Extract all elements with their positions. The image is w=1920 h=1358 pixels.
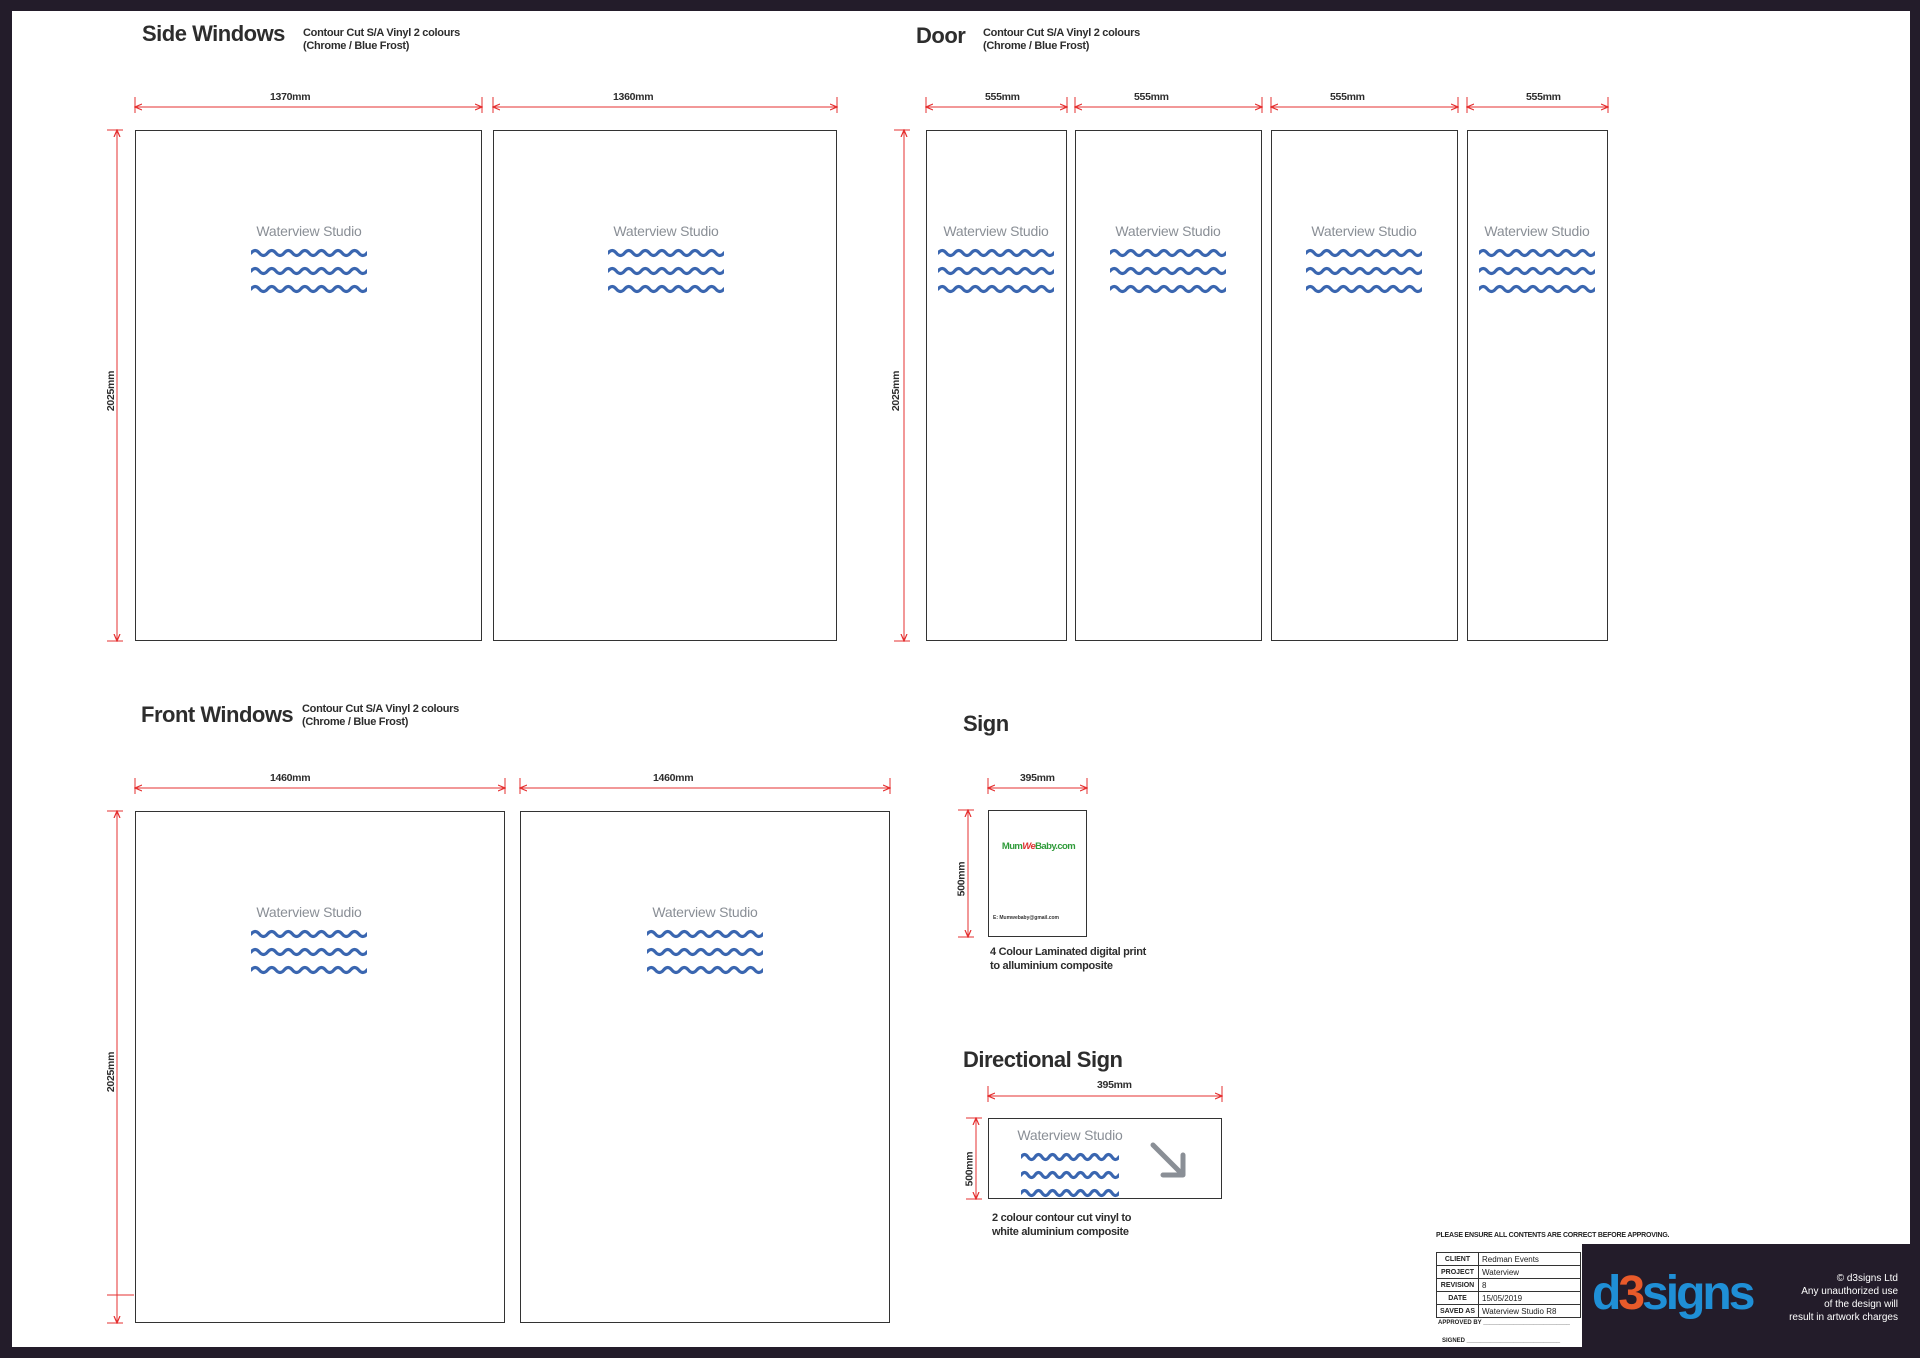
front-windows-spec: Contour Cut S/A Vinyl 2 colours (Chrome … — [302, 703, 459, 728]
sign-panel: MumWeBaby.com E: Mumwebaby@gmail.com — [988, 810, 1087, 937]
d3signs-logo: d3signs — [1592, 1266, 1755, 1321]
approved-by-label: APPROVED BY — [1438, 1320, 1482, 1326]
row-value: 15/05/2019 — [1478, 1291, 1581, 1305]
directional-sign-panel — [988, 1118, 1222, 1199]
drawing-sheet: Side Windows Contour Cut S/A Vinyl 2 col… — [12, 11, 1910, 1347]
door-1-logo-waves-icon — [938, 248, 1054, 294]
directional-sign-width-label: 395mm — [1097, 1079, 1132, 1091]
row-key: CLIENT — [1435, 1252, 1480, 1266]
door-panel-4 — [1467, 130, 1608, 641]
row-value: Redman Events — [1478, 1252, 1581, 1266]
row-value: Waterview Studio R8 — [1478, 1304, 1581, 1318]
front-window-2-width-label: 1460mm — [653, 772, 694, 784]
side-window-2-logo-waves-icon — [608, 248, 724, 294]
sign-contact-text: E: Mumwebaby@gmail.com — [993, 915, 1059, 921]
door-title: Door — [916, 23, 966, 48]
side-windows-title: Side Windows — [142, 21, 285, 46]
door-panel-2 — [1075, 130, 1262, 641]
brand-part-d: d — [1592, 1267, 1621, 1320]
front-window-1-width-label: 1460mm — [270, 772, 311, 784]
row-key: PROJECT — [1435, 1265, 1480, 1279]
brand-part-signs: signs — [1642, 1267, 1755, 1320]
door-panel-3 — [1271, 130, 1458, 641]
front-window-1-logo-waves-icon — [251, 929, 367, 975]
brand-part-3: 3 — [1618, 1267, 1645, 1320]
side-window-2-logo-text: Waterview Studio — [613, 223, 719, 239]
sign-title: Sign — [963, 711, 1009, 736]
front-window-1-logo-text: Waterview Studio — [256, 904, 362, 920]
row-key: REVISION — [1435, 1278, 1480, 1292]
sign-note: 4 Colour Laminated digital print to allu… — [990, 946, 1147, 972]
side-window-1-logo-text: Waterview Studio — [256, 223, 362, 239]
copyright-notice: © d3signs Ltd Any unauthorized use of th… — [1789, 1273, 1898, 1323]
approval-notice: PLEASE ENSURE ALL CONTENTS ARE CORRECT B… — [1436, 1232, 1670, 1239]
directional-sign-logo-waves-icon — [1021, 1152, 1119, 1198]
door-spec: Contour Cut S/A Vinyl 2 colours (Chrome … — [983, 27, 1140, 52]
front-window-2-logo-text: Waterview Studio — [652, 904, 758, 920]
front-windows-title: Front Windows — [141, 702, 294, 727]
side-windows-spec: Contour Cut S/A Vinyl 2 colours (Chrome … — [303, 27, 460, 52]
door-panel-1-width-label: 555mm — [985, 91, 1020, 103]
side-window-panel-2 — [493, 130, 837, 641]
row-value: Waterview — [1478, 1265, 1581, 1279]
door-panel-2-width-label: 555mm — [1134, 91, 1169, 103]
front-window-panel-1 — [135, 811, 505, 1323]
signed-label: SIGNED — [1442, 1338, 1466, 1344]
door-2-logo-waves-icon — [1110, 248, 1226, 294]
front-window-panel-2 — [520, 811, 890, 1323]
directional-sign-logo-text: Waterview Studio — [1017, 1127, 1123, 1143]
row-value: 8 — [1478, 1278, 1581, 1292]
door-panel-4-width-label: 555mm — [1526, 91, 1561, 103]
door-panel-1 — [926, 130, 1067, 641]
row-key: SAVED AS — [1435, 1304, 1480, 1318]
side-window-2-width-label: 1360mm — [613, 91, 654, 103]
side-window-1-logo-waves-icon — [251, 248, 367, 294]
signed-field: SIGNED ____________________________ — [1442, 1338, 1561, 1344]
sign-width-label: 395mm — [1020, 772, 1055, 784]
sign-logo-part-1: We — [1022, 841, 1036, 852]
dimension-lines — [107, 97, 1910, 1347]
sign-logo-part-0: Mum — [1001, 841, 1023, 852]
door-3-logo-text: Waterview Studio — [1311, 223, 1417, 239]
door-3-logo-waves-icon — [1306, 248, 1422, 294]
door-1-logo-text: Waterview Studio — [943, 223, 1049, 239]
directional-sign-title: Directional Sign — [963, 1047, 1123, 1072]
arrow-down-right-icon — [1150, 1142, 1186, 1178]
approved-by-field: APPROVED BY __________________________ — [1438, 1320, 1571, 1326]
front-window-2-logo-waves-icon — [647, 929, 763, 975]
side-window-1-width-label: 1370mm — [270, 91, 311, 103]
sign-logo-text: MumWeBaby.com — [991, 841, 1086, 852]
sign-logo-part-2: Baby.com — [1035, 841, 1076, 852]
door-4-logo-waves-icon — [1479, 248, 1595, 294]
row-key: DATE — [1435, 1291, 1480, 1305]
door-panel-3-width-label: 555mm — [1330, 91, 1365, 103]
door-4-logo-text: Waterview Studio — [1484, 223, 1590, 239]
directional-sign-note: 2 colour contour cut vinyl to white alum… — [992, 1212, 1132, 1238]
side-window-panel-1 — [135, 130, 482, 641]
brand-panel: d3signs © d3signs Ltd Any unauthorized u… — [1582, 1244, 1910, 1347]
door-2-logo-text: Waterview Studio — [1115, 223, 1221, 239]
